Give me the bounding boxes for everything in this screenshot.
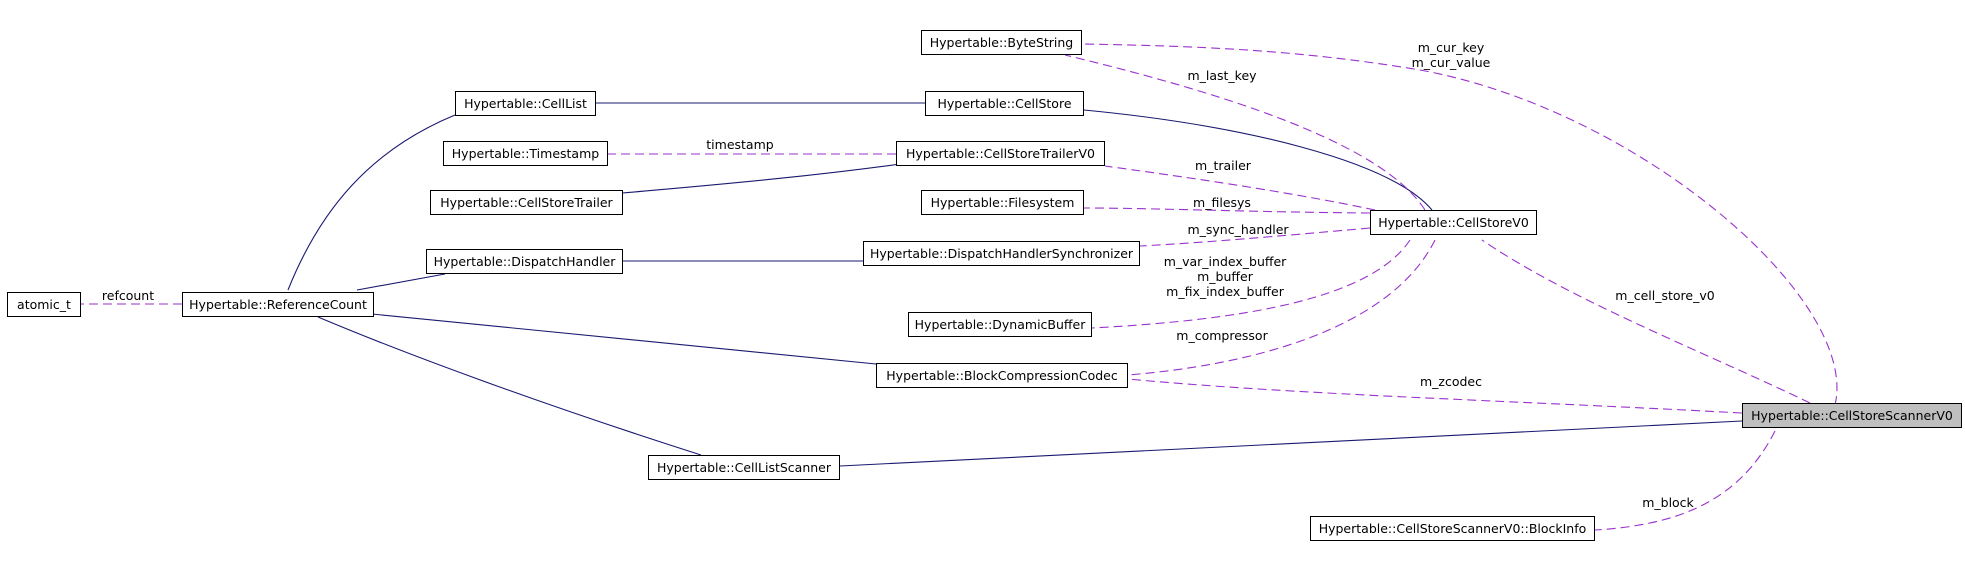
label-trailer: m_trailer [1195,158,1251,173]
label-cur-key-value: m_cur_key m_cur_value [1412,40,1491,70]
label-filesys: m_filesys [1193,195,1251,210]
edge-bytestring-to-cellstorev0 [1064,54,1426,211]
node-cell-store-trailer[interactable]: Hypertable::CellStoreTrailer [430,190,623,215]
label-timestamp: timestamp [706,137,774,152]
edge-codec-to-refcount [371,313,877,365]
node-atomic-t[interactable]: atomic_t [7,292,81,317]
node-block-compression-codec[interactable]: Hypertable::BlockCompressionCodec [876,363,1128,388]
node-block-info[interactable]: Hypertable::CellStoreScannerV0::BlockInf… [1310,516,1595,541]
label-cur-key: m_cur_key [1417,40,1485,55]
edge-codec-to-scanner [1127,378,1743,414]
node-filesystem[interactable]: Hypertable::Filesystem [921,190,1084,215]
label-fix-index-buffer: m_fix_index_buffer [1166,284,1284,299]
label-buffer: m_buffer [1197,269,1253,284]
edge-trailerv0-to-trailer [622,161,916,194]
node-cell-store-trailer-v0[interactable]: Hypertable::CellStoreTrailerV0 [896,141,1105,166]
edge-celllistscanner-to-refcount [317,316,702,456]
label-compressor: m_compressor [1176,328,1268,343]
edge-scanner-to-celllistscanner [839,420,1743,467]
node-dispatch-handler[interactable]: Hypertable::DispatchHandler [426,249,623,274]
node-timestamp[interactable]: Hypertable::Timestamp [443,141,608,166]
edge-filesystem-to-cellstorev0 [1083,207,1371,214]
edge-cellstorev0-to-scanner [1481,239,1811,404]
label-buffers: m_var_index_buffer m_buffer m_fix_index_… [1164,254,1287,299]
edge-celllist-to-refcount [287,114,456,291]
edge-trailerv0-to-cellstorev0 [1104,165,1376,211]
label-last-key: m_last_key [1187,68,1257,83]
edge-dispatchhandler-to-refcount [356,273,446,291]
label-var-index-buffer: m_var_index_buffer [1163,254,1287,269]
label-zcodec: m_zcodec [1419,374,1483,389]
label-cur-value: m_cur_value [1411,55,1491,70]
edge-codec-to-cellstorev0 [1127,239,1436,376]
edge-cellstorev0-to-cellstore [1083,109,1433,211]
node-cell-store-scanner-v0[interactable]: Hypertable::CellStoreScannerV0 [1742,403,1962,428]
node-cell-store-v0[interactable]: Hypertable::CellStoreV0 [1370,210,1537,235]
node-reference-count[interactable]: Hypertable::ReferenceCount [182,292,374,317]
node-dynamic-buffer[interactable]: Hypertable::DynamicBuffer [908,312,1092,337]
label-sync-handler: m_sync_handler [1187,222,1289,237]
label-cell-store-v0: m_cell_store_v0 [1615,288,1715,303]
node-dispatch-handler-synchronizer[interactable]: Hypertable::DispatchHandlerSynchronizer [863,241,1140,266]
edge-blockinfo-to-scanner [1594,430,1776,531]
node-cell-list[interactable]: Hypertable::CellList [455,91,596,116]
label-refcount: refcount [101,288,155,303]
edge-dynamicbuffer-to-cellstorev0 [1091,239,1411,329]
label-block: m_block [1642,495,1694,510]
node-byte-string[interactable]: Hypertable::ByteString [921,30,1082,55]
edge-dispatchsync-to-cellstorev0 [1139,227,1371,247]
node-cell-list-scanner[interactable]: Hypertable::CellListScanner [648,455,840,480]
node-cell-store[interactable]: Hypertable::CellStore [925,91,1084,116]
